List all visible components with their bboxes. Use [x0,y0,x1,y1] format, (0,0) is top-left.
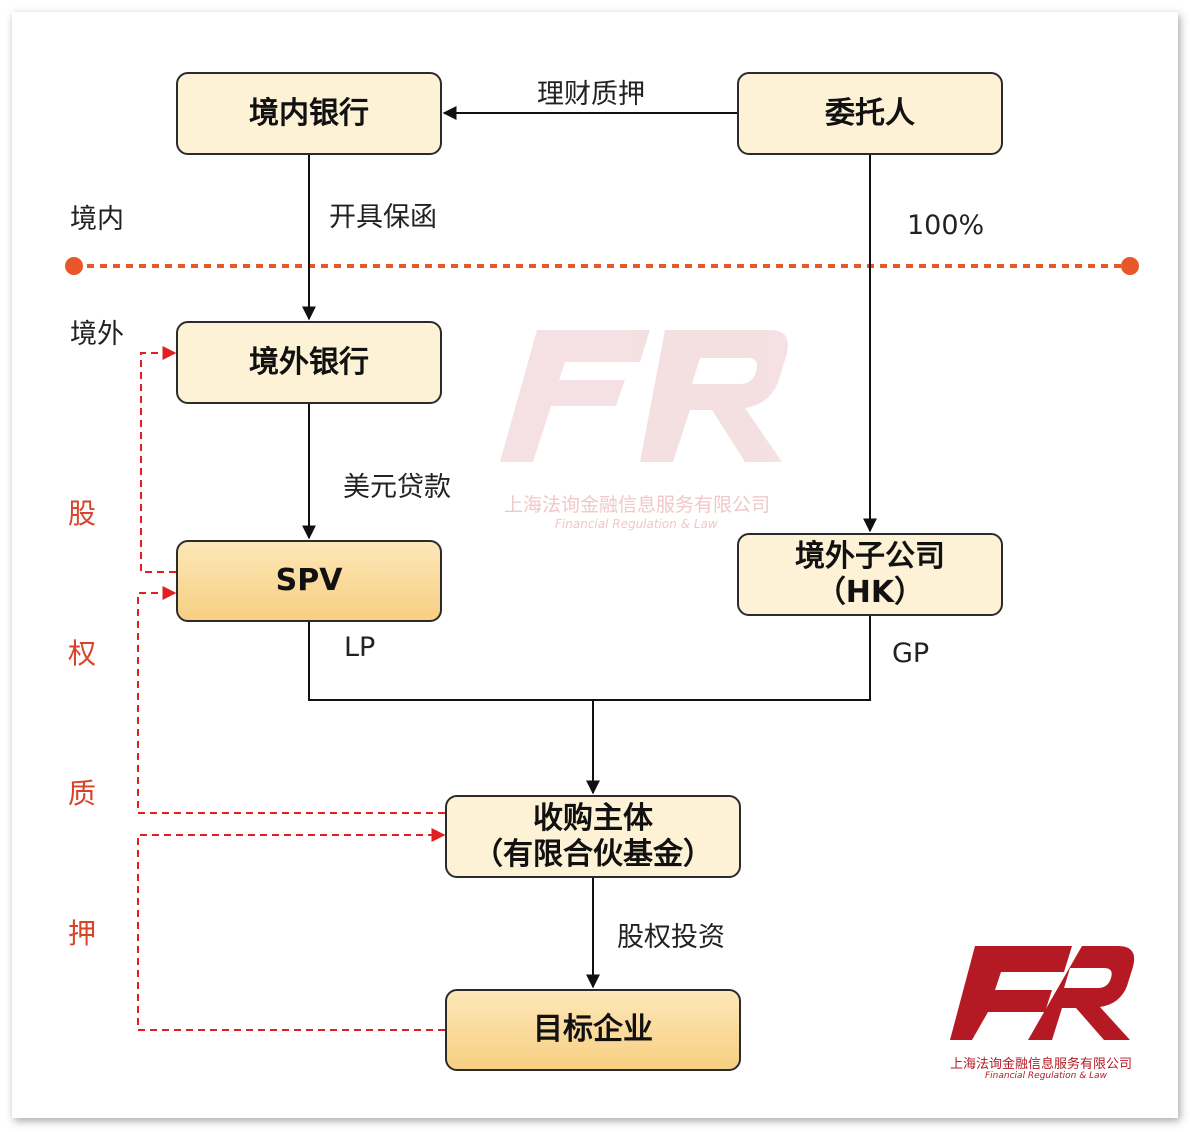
pledge-acquirer-to-spv [137,586,445,814]
node-spv: SPV [176,540,442,622]
node-hk-subsidiary-line1: 境外子公司 [795,538,945,574]
edge-label-wealth-pledge: 理财质押 [537,79,645,110]
pledge-target-to-acquirer [137,828,446,1031]
node-target: 目标企业 [445,989,741,1071]
watermark-company-faint: 上海法询金融信息服务有限公司 [504,494,771,516]
side-label-char-2: 权 [68,637,97,670]
node-acquirer-line2: （有限合伙基金） [473,836,713,872]
line-spv-lp [308,616,871,701]
node-overseas-bank-label: 境外银行 [249,344,369,380]
node-domestic-bank-label: 境内银行 [249,95,369,131]
pledge-spv-to-overseas-bank [140,346,177,573]
side-label-char-1: 股 [68,497,97,530]
node-settlor: 委托人 [737,72,1003,155]
logo-english-name: Financial Regulation & Law [985,1071,1108,1081]
side-label-char-4: 押 [68,917,97,950]
edge-label-issue-guarantee: 开具保函 [329,202,437,233]
logo-company-name: 上海法询金融信息服务有限公司 [950,1057,1133,1072]
zone-offshore-label: 境外 [70,319,124,350]
node-acquirer-line1: 收购主体 [533,800,653,836]
node-overseas-bank: 境外银行 [176,321,442,404]
node-target-label: 目标企业 [533,1012,653,1047]
edge-label-ownership: 100% [907,210,985,241]
node-domestic-bank: 境内银行 [176,72,442,155]
side-label-char-3: 质 [68,777,97,810]
node-spv-label: SPV [275,563,343,598]
watermark-english-faint: Financial Regulation & Law [555,517,718,531]
node-acquirer: 收购主体 （有限合伙基金） [445,795,741,878]
node-hk-subsidiary-line2: （HK） [815,574,925,610]
node-settlor-label: 委托人 [825,95,915,131]
fr-logo [950,946,1135,1040]
edge-label-equity-investment: 股权投资 [617,922,725,953]
zone-onshore-label: 境内 [70,204,124,235]
node-hk-subsidiary: 境外子公司 （HK） [737,533,1003,616]
border-line [65,257,1139,275]
edge-label-gp: GP [892,638,930,669]
edge-label-lp: LP [344,632,376,663]
watermark-logo-faint [500,330,788,462]
edge-label-usd-loan: 美元贷款 [343,472,451,503]
